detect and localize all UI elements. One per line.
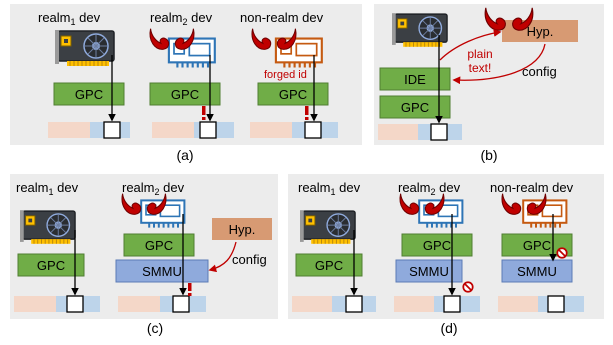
gpu-card-icon — [55, 29, 115, 67]
panel-d-target-3 — [547, 295, 565, 313]
panel-d-mem-1-pink — [292, 296, 332, 312]
panel-a-gpc-3 — [257, 82, 329, 106]
panel-b-ide-label: IDE — [404, 72, 426, 87]
panel-b-hyp-label: Hyp. — [527, 24, 554, 39]
panel-d-caption: (d) — [440, 320, 457, 336]
panel-a-gpc-1-label: GPC — [75, 87, 103, 102]
panel-c-hyp-label: Hyp. — [229, 222, 256, 237]
exclamation-icon — [188, 283, 192, 296]
panel-a: realm1 dev realm2 dev non-realm dev forg… — [10, 4, 362, 163]
panel-b-ide-box — [379, 67, 451, 91]
panel-d-gpc-1 — [295, 253, 363, 277]
panel-c-dev2-label: realm2 dev — [122, 180, 185, 197]
gpu-card-icon — [300, 209, 356, 245]
panel-d-gpc-1-label: GPC — [315, 258, 343, 273]
panel-b-config-arrow — [452, 43, 546, 85]
panel-d-target-2 — [443, 295, 461, 313]
panel-d-dev1-label: realm1 dev — [298, 180, 361, 197]
panel-c-gpc-1 — [17, 253, 85, 277]
panel-c-caption: (c) — [147, 320, 163, 336]
panel-b-caption: (b) — [480, 147, 497, 163]
panel-c: realm1 dev realm2 dev GPC GPC SMMU Hyp. … — [10, 174, 278, 336]
panel-c-gpc-1-label: GPC — [37, 258, 65, 273]
panel-d-gpc-3 — [501, 233, 573, 257]
panel-c-gpc-2 — [123, 233, 195, 257]
panel-a-gpc-2-label: GPC — [171, 87, 199, 102]
panel-d-smmu-2 — [501, 259, 573, 283]
panel-d-target-1 — [345, 295, 363, 313]
panel-a-target-3 — [304, 121, 322, 139]
panel-d-dev3-label: non-realm dev — [490, 180, 574, 195]
panel-b-mem-pink — [378, 124, 418, 140]
panel-a-mem-1-pink — [48, 122, 90, 138]
panel-d-gpc-2-label: GPC — [423, 238, 451, 253]
panel-a-target-2 — [199, 121, 217, 139]
gpu-card-icon — [20, 209, 76, 245]
blocked-icon — [462, 281, 474, 293]
panel-a-dev2-label: realm2 dev — [150, 10, 213, 27]
panel-b-plaintext-arrow — [439, 29, 502, 61]
panel-a-caption: (a) — [176, 147, 193, 163]
panel-b-gpc-label: GPC — [401, 100, 429, 115]
panel-d-smmu-2-label: SMMU — [517, 264, 557, 279]
panel-a-gpc-1 — [53, 82, 125, 106]
panel-c-target-1 — [66, 295, 84, 313]
panel-a-forged-id: forged id — [264, 69, 307, 81]
panel-a-dev3-label: non-realm dev — [240, 10, 324, 25]
panel-c-config-arrow — [208, 241, 237, 273]
exclamation-icon — [202, 106, 206, 120]
panel-a-mem-2-pink — [152, 122, 194, 138]
panel-d-gpc-2 — [401, 233, 473, 257]
panel-b-config-label: config — [522, 64, 557, 79]
panel-c-mem-1-pink — [14, 296, 56, 312]
panel-c-smmu-label: SMMU — [142, 264, 182, 279]
panel-a-mem-3-pink — [250, 122, 292, 138]
panel-c-dev1-label: realm1 dev — [16, 180, 79, 197]
panel-c-target-2 — [172, 295, 190, 313]
panel-d: realm1 dev realm2 dev non-realm dev GPC … — [288, 174, 604, 336]
panel-b: Hyp. plain text! config IDE GPC (b) — [374, 4, 604, 163]
panel-a-gpc-3-label: GPC — [279, 87, 307, 102]
panel-d-gpc-3-label: GPC — [523, 238, 551, 253]
panel-a-background — [10, 4, 362, 145]
panel-b-plain-label: plain — [467, 47, 492, 61]
panel-d-mem-3-pink — [498, 296, 538, 312]
panel-c-config-label: config — [232, 252, 267, 267]
exclamation-icon — [305, 106, 309, 120]
panel-b-target — [430, 123, 448, 141]
panel-c-smmu — [115, 259, 209, 283]
panel-a-dev1-label: realm1 dev — [38, 10, 101, 27]
panel-d-smmu-1-label: SMMU — [409, 264, 449, 279]
panel-c-mem-2-pink — [118, 296, 160, 312]
panel-a-gpc-2 — [149, 82, 221, 106]
blocked-icon — [556, 247, 568, 259]
panel-c-hyp-box — [212, 218, 272, 240]
panel-b-gpc-box — [379, 95, 451, 119]
panel-d-smmu-1 — [395, 259, 463, 283]
panel-b-text-label: text! — [469, 61, 492, 75]
panel-d-mem-2-pink — [394, 296, 434, 312]
panel-a-target-1 — [103, 121, 121, 139]
panel-d-dev2-label: realm2 dev — [398, 180, 461, 197]
panel-c-gpc-2-label: GPC — [145, 238, 173, 253]
